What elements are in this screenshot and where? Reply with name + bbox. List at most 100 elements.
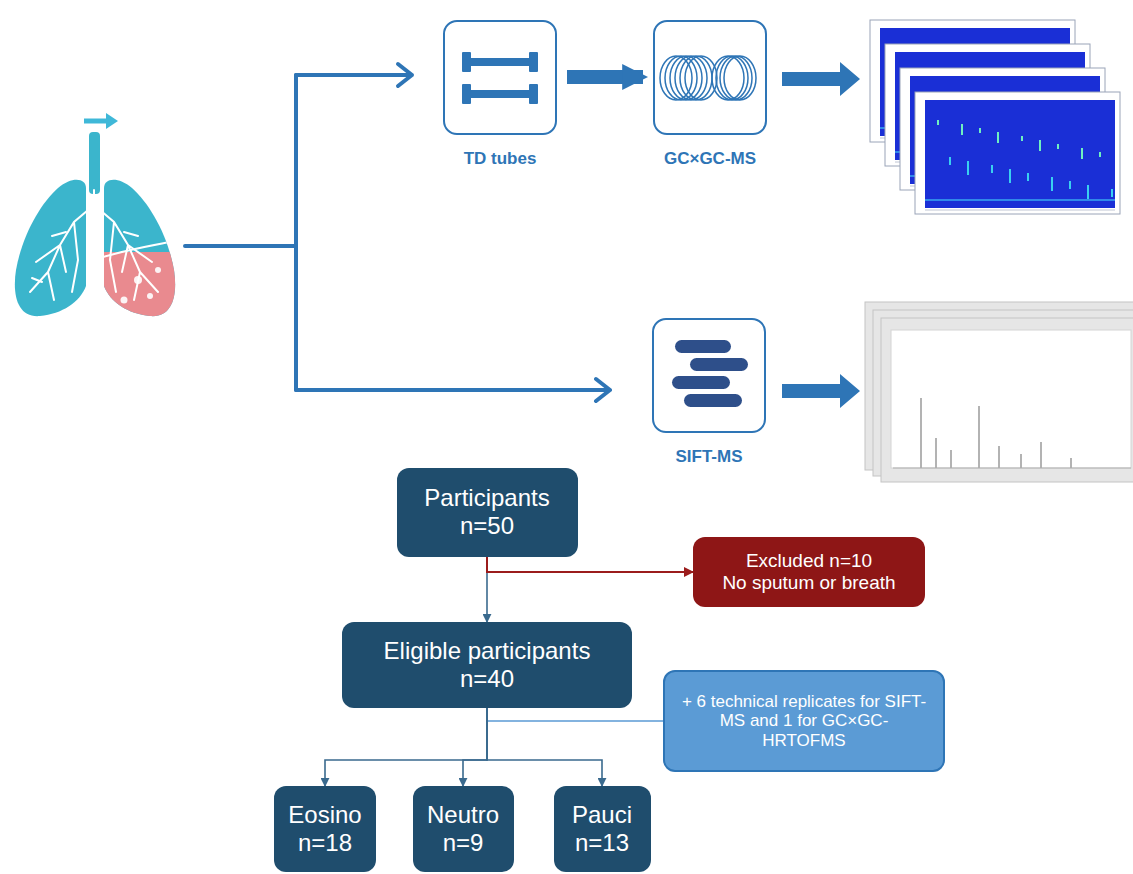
lung-illustration-part-part — [147, 293, 153, 299]
flow-connector — [463, 708, 487, 786]
sift-tube-icon-part — [672, 376, 730, 389]
instrument-box: SIFT-MS — [652, 318, 766, 433]
chromatogram-stack-part-part-part-part — [1087, 185, 1089, 199]
process-box: Participantsn=50 — [397, 468, 578, 557]
sift-tube-icon-part — [684, 394, 742, 407]
spectrum-stack-part-part — [1020, 454, 1022, 468]
td-tube-icon — [462, 52, 538, 104]
spectrum-stack-part-part — [920, 398, 922, 468]
output-arrows-part — [782, 62, 860, 96]
chromatogram-stack-part-part — [925, 100, 1115, 208]
sampling-arrows-part — [296, 379, 610, 401]
lung-illustration-part — [15, 180, 86, 316]
chromatogram-stack-part-part — [915, 92, 1120, 214]
spectrum-stack-part-part — [893, 468, 1131, 469]
chromatogram-stack-part-part-part-part — [1099, 152, 1101, 157]
chromatogram-stack-part-part-part — [925, 100, 1115, 208]
lung-illustration — [15, 113, 180, 322]
sampling-arrows-part — [296, 64, 412, 86]
group-box: Paucin=13 — [554, 786, 651, 872]
lung-illustration-part — [121, 267, 162, 304]
spectrum-stack-part — [873, 310, 1133, 476]
lung-illustration-part — [89, 132, 100, 194]
spectrum-stack-part-part — [978, 406, 980, 468]
note-box: + 6 technical replicates for SIFT-MS and… — [663, 670, 945, 772]
box-text: n=18 — [298, 829, 352, 857]
chromatogram-stack-part-part-part-part — [991, 165, 993, 173]
box-text: n=13 — [575, 829, 629, 857]
spectrum-stack-part-part — [950, 450, 952, 468]
spectrum-stack-part-part — [1070, 458, 1072, 468]
td-tube-icon-part — [466, 90, 534, 98]
spectrum-stack-part-part — [873, 310, 1133, 476]
spectrum-stack-part-part — [935, 438, 937, 468]
chromatogram-stack-part-part-part-part — [1069, 181, 1071, 189]
output-arrows — [782, 62, 860, 408]
flow-connector — [325, 708, 487, 786]
box-text: n=50 — [460, 512, 514, 540]
sift-tube-icon-part — [690, 358, 748, 371]
flow-connector — [487, 557, 693, 573]
gc-column-icon-part — [720, 56, 752, 100]
chromatogram-stack-part-part-part-part — [925, 199, 1115, 201]
lung-illustration-part — [106, 113, 118, 129]
lung-illustration-part-part — [121, 297, 128, 304]
spectrum-stack-part-part — [891, 330, 1131, 468]
lung-illustration-part — [84, 119, 108, 124]
spectrum-stack-part-part — [1040, 442, 1042, 468]
chromatogram-stack-part-part-part-part — [1081, 148, 1083, 159]
flow-connector — [487, 708, 663, 721]
lung-illustration-part-part — [30, 190, 94, 300]
lung-illustration-part-part — [32, 232, 138, 282]
instrument-box: GC×GC-MS — [653, 20, 767, 135]
spectrum-stack-part-part — [881, 318, 1133, 482]
group-box: Eosinon=18 — [274, 786, 376, 872]
chromatogram-stack-part-part-part-part — [949, 157, 951, 165]
gc-column-icon-part — [724, 56, 756, 100]
chromatogram-stack-part-part-part-part — [1039, 140, 1041, 151]
box-text: Excluded n=10 — [746, 550, 872, 572]
chromatogram-stack-part-part — [925, 210, 1115, 211]
td-tube-icon-part — [529, 84, 538, 104]
gc-column-icon-part — [716, 56, 748, 100]
instrument-label: TD tubes — [464, 149, 537, 169]
chromatogram-stack-part-part-part-part — [1111, 189, 1113, 197]
box-text: + 6 technical replicates for SIFT-MS and… — [679, 692, 929, 751]
instrument-box: TD tubes — [443, 20, 557, 135]
td-tube-icon-part — [529, 52, 538, 72]
chromatogram-stack-part-part-part-part — [1057, 144, 1059, 149]
spectrum-stack-part — [881, 318, 1133, 482]
lung-illustration-part — [30, 190, 158, 300]
td-tube-icon-part — [462, 52, 471, 72]
sampling-arrows-part — [185, 75, 296, 390]
chromatogram-stack — [870, 20, 1120, 214]
box-text: Neutro — [427, 801, 499, 829]
lung-illustration-part-part — [100, 252, 180, 322]
chromatogram-stack-part-part-part-part — [979, 128, 981, 133]
box-text: Eosino — [288, 801, 361, 829]
td-tube-icon-part — [466, 58, 534, 66]
chromatogram-stack-part-part-part-part — [937, 120, 939, 125]
exclusion-box: Excluded n=10No sputum or breath — [693, 537, 925, 607]
spectrum-stack — [865, 302, 1133, 482]
td-tube-icon-part — [462, 84, 471, 104]
chromatogram-stack-part-part-part-part — [1009, 169, 1011, 183]
sift-tube-icon — [672, 340, 748, 407]
output-arrows-part — [782, 374, 860, 408]
lung-illustration-part-part — [155, 267, 161, 273]
chromatogram-stack-part-part-part-part — [1027, 173, 1029, 181]
box-text: n=9 — [443, 829, 484, 857]
box-text: Eligible participants — [384, 637, 591, 665]
sampling-arrows — [185, 64, 610, 401]
process-box: Eligible participantsn=40 — [342, 622, 632, 708]
flow-connector — [487, 708, 602, 786]
chromatogram-stack-part-part-part-part — [967, 161, 969, 175]
chromatogram-stack-part-part-part — [925, 120, 1115, 200]
chromatogram-stack-part-part-part-part — [1021, 136, 1023, 141]
lung-illustration-part-part — [134, 276, 142, 284]
box-text: Participants — [424, 484, 549, 512]
sift-tube-icon-part — [675, 340, 731, 353]
